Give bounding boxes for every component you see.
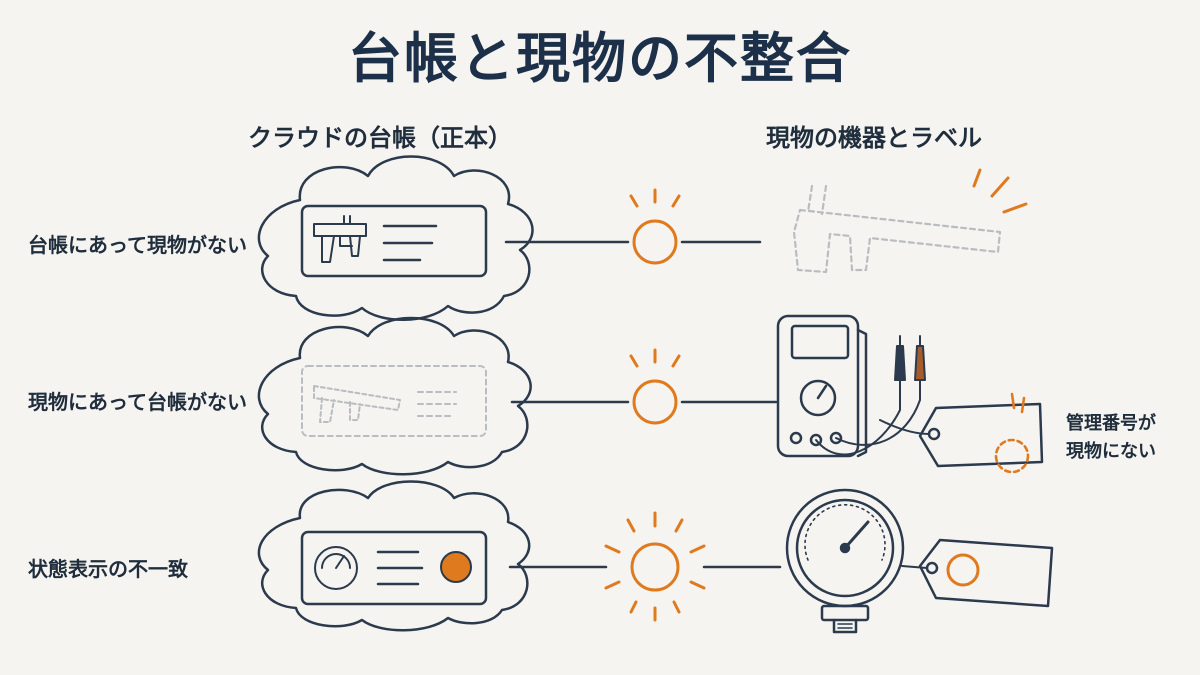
missing-id-marker (994, 392, 1030, 474)
alert-circle-icon (629, 348, 681, 425)
ledger-card (300, 204, 488, 278)
status-dot-icon (440, 551, 472, 583)
multimeter-icon (776, 314, 868, 458)
column-header-ledger: クラウドの台帳（正本） (248, 124, 512, 152)
alert-circle-icon (604, 511, 706, 622)
missing-caliper-icon (792, 184, 1002, 274)
sparkle-icon (972, 168, 1028, 214)
page-title: 台帳と現物の不整合 (348, 27, 852, 90)
annotation-line-1: 管理番号が (1066, 413, 1156, 434)
row-2 (257, 314, 1044, 476)
ledger-lines-faded (417, 391, 457, 417)
pressure-gauge-icon (785, 488, 905, 634)
caliper-icon-faded (313, 385, 401, 423)
status-ring-icon (946, 553, 980, 587)
gauge-icon (314, 546, 358, 590)
cloud-icon (257, 155, 534, 321)
tag-icon (879, 402, 1044, 468)
cloud-icon (257, 480, 531, 632)
row-3 (257, 480, 1054, 634)
column-header-physical: 現物の機器とラベル (766, 124, 982, 152)
ledger-lines (376, 550, 424, 586)
cloud-icon (257, 316, 532, 476)
caliper-icon (313, 215, 367, 263)
annotation-no-id: 管理番号が 現物にない (1066, 410, 1156, 466)
alert-circle-icon (629, 188, 681, 265)
ledger-card (300, 530, 488, 606)
ledger-lines (382, 224, 438, 262)
row-label-missing-physical: 台帳にあって現物がない (28, 233, 247, 257)
annotation-line-2: 現物にない (1066, 441, 1156, 462)
row-1 (257, 155, 1028, 321)
ledger-card-faded (301, 365, 487, 437)
row-label-missing-ledger: 現物にあって台帳がない (28, 390, 247, 414)
row-label-status-mismatch: 状態表示の不一致 (28, 557, 188, 581)
tag-icon (901, 538, 1054, 608)
probe-leads (815, 335, 926, 456)
